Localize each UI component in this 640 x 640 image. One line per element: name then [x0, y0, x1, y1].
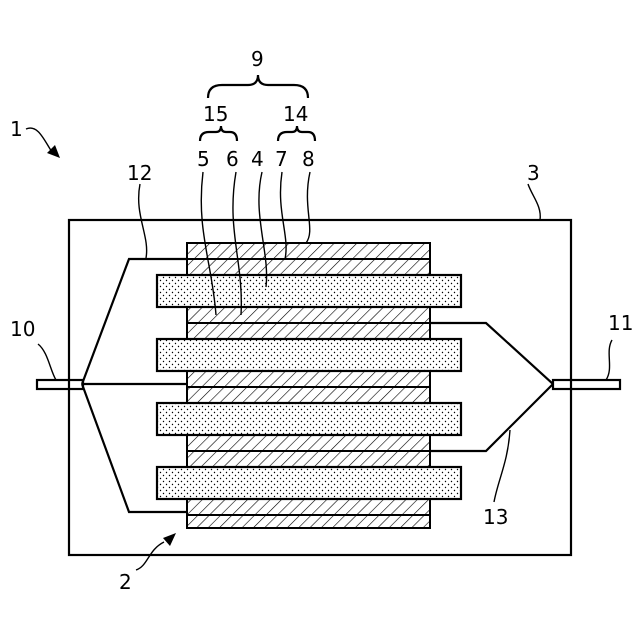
- arrow-1: [26, 128, 52, 152]
- hatched-layer: [187, 451, 430, 467]
- dotted-layer: [157, 403, 461, 435]
- hatched-layer: [187, 259, 430, 275]
- hatched-layer: [187, 307, 430, 323]
- label-1: 1: [10, 117, 23, 141]
- dotted-layer: [157, 275, 461, 307]
- terminal-left: [37, 380, 83, 389]
- label-6: 6: [226, 147, 239, 171]
- brace-15: [200, 126, 237, 141]
- brace-14: [278, 126, 315, 141]
- label-15: 15: [203, 102, 228, 126]
- hatched-layer: [187, 371, 430, 387]
- hatched-layer: [187, 387, 430, 403]
- terminal-right: [553, 380, 620, 389]
- label-14: 14: [283, 102, 308, 126]
- hatched-layer: [187, 243, 430, 259]
- label-4: 4: [251, 147, 264, 171]
- label-10: 10: [10, 317, 35, 341]
- brace-9: [208, 75, 308, 98]
- label-5: 5: [197, 147, 210, 171]
- electrode-stack: [157, 243, 461, 528]
- label-11: 11: [608, 311, 633, 335]
- hatched-layer: [187, 499, 430, 515]
- hatched-layer: [187, 323, 430, 339]
- label-9: 9: [251, 47, 264, 71]
- label-3: 3: [527, 161, 540, 185]
- dotted-layer: [157, 339, 461, 371]
- dotted-layer: [157, 467, 461, 499]
- label-2: 2: [119, 570, 132, 594]
- label-13: 13: [483, 505, 508, 529]
- arrow-2-head: [163, 533, 176, 546]
- hatched-layer: [187, 515, 430, 528]
- label-7: 7: [275, 147, 288, 171]
- hatched-layer: [187, 435, 430, 451]
- label-8: 8: [302, 147, 315, 171]
- label-12: 12: [127, 161, 152, 185]
